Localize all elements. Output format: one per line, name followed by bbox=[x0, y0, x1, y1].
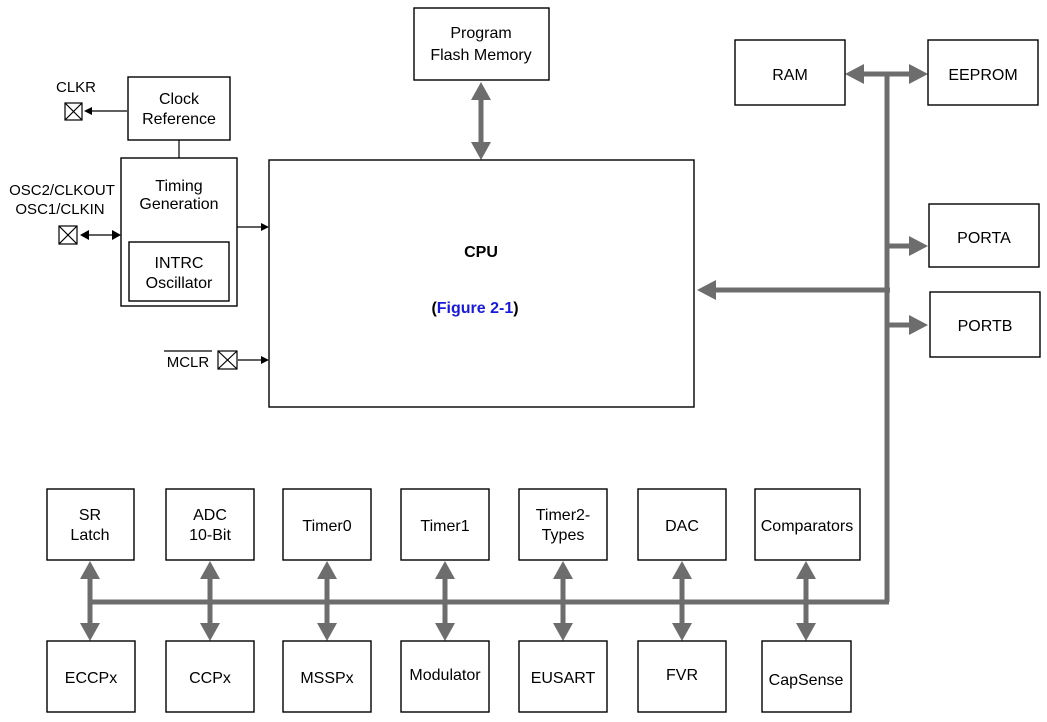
signal-lines bbox=[80, 107, 269, 364]
timer0-label: Timer0 bbox=[302, 518, 351, 535]
timing-generation-block: Timing Generation INTRC Oscillator bbox=[120, 157, 238, 307]
mclr-pin bbox=[217, 350, 238, 370]
portb-label: PORTB bbox=[958, 318, 1013, 335]
ccpx-block: CCPx bbox=[165, 640, 255, 713]
osc1-label: OSC1/CLKIN bbox=[15, 201, 104, 218]
program-flash-line2: Flash Memory bbox=[430, 47, 531, 64]
capsense-label: CapSense bbox=[769, 672, 844, 689]
adc-line2: 10-Bit bbox=[189, 527, 231, 544]
ccpx-label: CCPx bbox=[189, 670, 231, 687]
portb-block: PORTB bbox=[929, 291, 1041, 358]
cpu-ref-open: ( bbox=[431, 300, 437, 317]
clkr-label: CLKR bbox=[56, 79, 96, 96]
timer1-block: Timer1 bbox=[400, 488, 490, 561]
sr-latch-line2: Latch bbox=[70, 527, 109, 544]
dac-label: DAC bbox=[665, 518, 699, 535]
clkr-pin bbox=[64, 102, 83, 121]
modulator-label: Modulator bbox=[409, 667, 481, 684]
adc-block: ADC 10-Bit bbox=[165, 488, 255, 561]
timer2-line2: Types bbox=[542, 527, 585, 544]
bus-lines bbox=[87, 71, 914, 625]
eeprom-block: EEPROM bbox=[927, 39, 1039, 106]
timer1-label: Timer1 bbox=[420, 518, 469, 535]
timing-generation-line1: Timing bbox=[155, 178, 202, 195]
fvr-block: FVR bbox=[637, 640, 727, 713]
comparators-label: Comparators bbox=[761, 518, 853, 535]
intrc-line1: INTRC bbox=[155, 255, 204, 272]
timing-generation-line2: Generation bbox=[139, 196, 218, 213]
ram-block: RAM bbox=[734, 39, 846, 106]
program-flash-block: Program Flash Memory bbox=[413, 7, 550, 81]
modulator-block: Modulator bbox=[400, 640, 490, 713]
capsense-block: CapSense bbox=[761, 640, 852, 713]
clock-reference-line1: Clock bbox=[159, 91, 200, 108]
eccpx-block: ECCPx bbox=[46, 640, 136, 713]
cpu-figure-ref: (Figure 2-1) bbox=[431, 300, 518, 317]
ram-label: RAM bbox=[772, 67, 808, 84]
timer0-block: Timer0 bbox=[282, 488, 372, 561]
fvr-label: FVR bbox=[666, 667, 698, 684]
adc-line1: ADC bbox=[193, 507, 227, 524]
sr-latch-block: SR Latch bbox=[46, 488, 135, 561]
sr-latch-line1: SR bbox=[79, 507, 101, 524]
dac-block: DAC bbox=[637, 488, 727, 561]
osc-pin bbox=[58, 225, 78, 245]
intrc-line2: Oscillator bbox=[146, 275, 213, 292]
timer2-line1: Timer2- bbox=[536, 507, 591, 524]
timer2-block: Timer2- Types bbox=[518, 488, 608, 561]
cpu-ref-close: ) bbox=[513, 300, 518, 317]
comparators-block: Comparators bbox=[754, 488, 861, 561]
eusart-block: EUSART bbox=[518, 640, 608, 713]
eusart-label: EUSART bbox=[531, 670, 596, 687]
msspx-label: MSSPx bbox=[300, 670, 353, 687]
porta-label: PORTA bbox=[957, 230, 1011, 247]
msspx-block: MSSPx bbox=[282, 640, 372, 713]
figure-2-1-link[interactable]: Figure 2-1 bbox=[437, 300, 514, 317]
clock-reference-line2: Reference bbox=[142, 111, 216, 128]
bus-arrowheads bbox=[80, 64, 928, 641]
cpu-block: CPU (Figure 2-1) bbox=[268, 159, 695, 408]
eeprom-label: EEPROM bbox=[948, 67, 1017, 84]
clock-reference-block: Clock Reference bbox=[127, 76, 231, 141]
osc2-label: OSC2/CLKOUT bbox=[9, 182, 115, 199]
mclr-label: MCLR bbox=[167, 354, 210, 371]
cpu-label: CPU bbox=[464, 244, 498, 261]
porta-block: PORTA bbox=[928, 203, 1040, 268]
eccpx-label: ECCPx bbox=[65, 670, 117, 687]
program-flash-line1: Program bbox=[450, 25, 511, 42]
